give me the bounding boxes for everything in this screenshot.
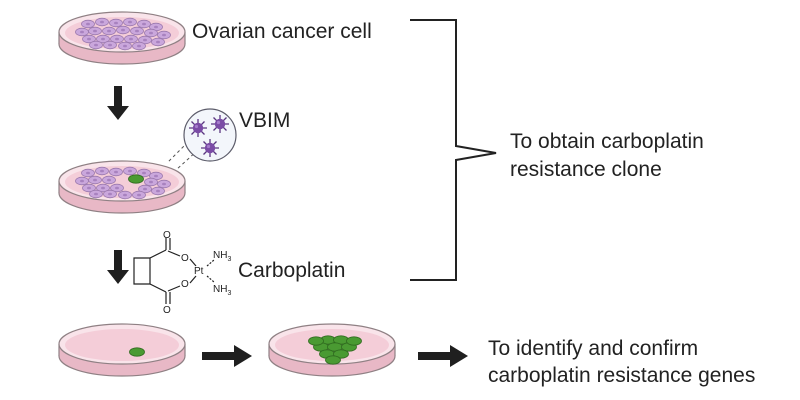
bracket <box>410 19 497 281</box>
obtain-line-2: resistance clone <box>510 158 662 181</box>
carboplatin-structure <box>133 238 215 304</box>
identify-line-1: To identify and confirm <box>488 337 699 360</box>
dish-vbim-transduced <box>58 160 186 214</box>
dish-ovarian-cells <box>58 11 186 65</box>
oxygen-top: O <box>163 230 171 241</box>
nh3-top: NH3 <box>213 250 231 263</box>
arrow-down-2 <box>107 250 129 284</box>
arrow-right-1 <box>202 345 252 367</box>
oxygen-bottom: O <box>163 305 171 316</box>
arrow-down-1 <box>107 86 129 120</box>
nh3-bottom: NH3 <box>213 284 231 297</box>
platinum-label: Pt <box>194 266 204 277</box>
resistant-cell <box>128 174 144 184</box>
obtain-line-1: To obtain carboplatin <box>510 130 704 153</box>
dish-resistant-clone <box>268 323 396 377</box>
arrow-right-2 <box>418 345 468 367</box>
ovarian-cancer-cell-label: Ovarian cancer cell <box>192 20 372 43</box>
dish-single-resistant <box>58 323 186 377</box>
oxygen-right-bottom: O <box>181 279 189 290</box>
obtain-clone-label: To obtain carboplatin resistance clone <box>510 128 704 184</box>
identify-line-2: carboplatin resistance genes <box>488 364 756 387</box>
vbim-callout <box>167 108 237 171</box>
identify-genes-label: To identify and confirm carboplatin resi… <box>488 335 755 389</box>
carboplatin-label: Carboplatin <box>238 259 346 282</box>
vbim-label: VBIM <box>239 109 291 132</box>
oxygen-right-top: O <box>181 253 189 264</box>
